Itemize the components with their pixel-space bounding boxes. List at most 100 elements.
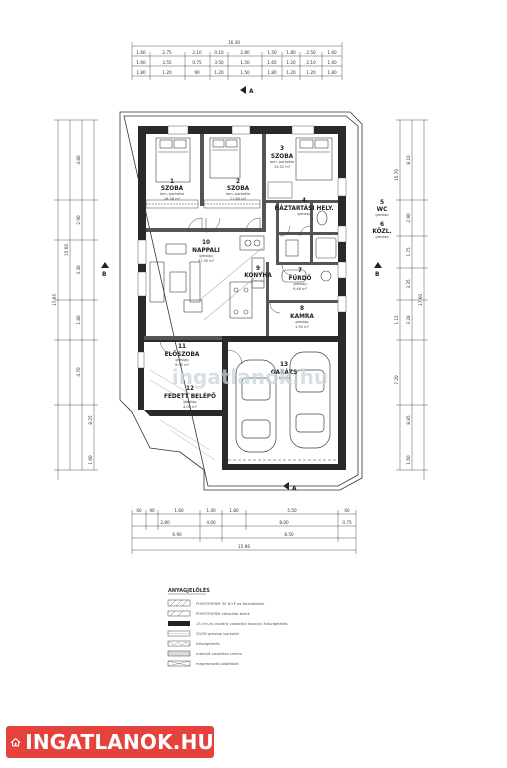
legend-title: ANYAGJELÖLÉS	[168, 586, 210, 594]
svg-text:16.58 m²: 16.58 m²	[164, 197, 181, 201]
svg-text:1.50: 1.50	[240, 60, 250, 65]
svg-text:2.90: 2.90	[406, 213, 411, 223]
svg-text:NAPPALI: NAPPALI	[192, 248, 220, 254]
svg-text:60: 60	[344, 508, 350, 513]
svg-text:SZOBA: SZOBA	[271, 154, 294, 160]
svg-text:8.25: 8.25	[88, 415, 93, 425]
right-dimension-lines	[396, 119, 428, 480]
section-marker-top-a: A	[240, 86, 254, 95]
logo-text: INGATLANOK.HU	[25, 730, 214, 754]
bed-room2	[209, 137, 241, 179]
svg-text:GARÁZS: GARÁZS	[271, 369, 298, 376]
door-swings	[159, 217, 311, 365]
kitchen-counter	[239, 235, 265, 289]
svg-text:8.10: 8.10	[406, 155, 411, 165]
svg-text:B: B	[375, 272, 380, 278]
top-dim-row3: 1.60 3.55 0.75 3.50 1.50 1.65 1.20 2.10 …	[136, 60, 337, 65]
svg-text:1.80: 1.80	[76, 315, 81, 325]
bottom-overall-dim: 15.96	[238, 544, 250, 549]
svg-text:4.00 m²: 4.00 m²	[183, 405, 198, 409]
svg-text:8.85: 8.85	[406, 415, 411, 425]
svg-text:POROTHERM válaszfal-blokk: POROTHERM válaszfal-blokk	[196, 611, 251, 616]
top-overall-dim: 16.30	[228, 40, 240, 45]
svg-text:POROTHERM 30 N+F-es falazóblok: POROTHERM 30 N+F-es falazóblokk	[196, 601, 265, 606]
svg-text:1.80: 1.80	[267, 70, 277, 75]
svg-text:ELŐSZOBA: ELŐSZOBA	[165, 351, 200, 358]
svg-text:8: 8	[300, 306, 304, 312]
svg-text:1.75: 1.75	[406, 247, 411, 257]
svg-text:6: 6	[380, 222, 384, 228]
room-label-3: 3 SZOBA lam. parketta 13.52 m²	[270, 146, 294, 169]
svg-text:2.50: 2.50	[306, 50, 316, 55]
svg-text:3.55: 3.55	[162, 60, 172, 65]
svg-text:greslap: greslap	[295, 320, 309, 324]
svg-text:1.50: 1.50	[240, 70, 250, 75]
living-furniture	[149, 243, 253, 319]
svg-text:lam. parketta: lam. parketta	[160, 192, 184, 196]
svg-text:monolit vasbeton lemez: monolit vasbeton lemez	[196, 651, 242, 656]
svg-text:37.90 m²: 37.90 m²	[198, 259, 215, 263]
svg-text:4.70: 4.70	[76, 367, 81, 377]
svg-text:13: 13	[280, 362, 288, 368]
svg-text:0.10: 0.10	[214, 50, 224, 55]
svg-text:9.90 m²: 9.90 m²	[175, 363, 190, 367]
svg-text:11: 11	[178, 344, 186, 350]
svg-text:15.60: 15.60	[64, 244, 69, 256]
svg-text:greslap: greslap	[375, 235, 389, 239]
svg-text:4.80: 4.80	[76, 155, 81, 165]
interior-walls	[144, 134, 338, 340]
svg-text:WC: WC	[377, 207, 388, 213]
svg-text:6.90: 6.90	[172, 532, 182, 537]
svg-text:17.60: 17.60	[418, 294, 423, 306]
room-label-4: 4 HÁZTARTÁSI HELY. greslap	[274, 198, 333, 216]
garage-cars	[235, 351, 331, 453]
section-marker-bottom-a: A	[283, 482, 297, 492]
svg-text:1.20: 1.20	[306, 70, 316, 75]
svg-text:1.20: 1.20	[286, 70, 296, 75]
svg-text:17.95: 17.95	[52, 294, 57, 306]
svg-text:KONYHA: KONYHA	[244, 273, 272, 279]
svg-text:4: 4	[302, 198, 306, 204]
legend: ANYAGJELÖLÉS POROTHERM 30 N+F-es falazób…	[167, 586, 288, 667]
top-dim-row2: 1.60 2.75 2.10 0.10 2.80 1.50 1.80 2.50 …	[136, 50, 337, 55]
svg-text:1: 1	[170, 179, 174, 185]
svg-text:5.50: 5.50	[287, 508, 297, 513]
svg-text:A: A	[249, 89, 254, 95]
svg-text:60: 60	[136, 508, 142, 513]
svg-text:SZOBA: SZOBA	[161, 186, 184, 192]
svg-text:2.80: 2.80	[240, 50, 250, 55]
wardrobes	[145, 181, 293, 209]
bottom-dim-row1: 60 90 1.60 1.40 1.80 5.50 60	[136, 508, 350, 513]
svg-text:7.20: 7.20	[394, 375, 399, 385]
bottom-dimension-lines	[131, 510, 357, 554]
svg-text:2.10: 2.10	[306, 60, 316, 65]
room-label-5: 5 WC greslap	[375, 200, 389, 217]
section-marker-right-b: B	[374, 262, 382, 278]
svg-text:lam. parketta: lam. parketta	[270, 160, 294, 164]
svg-text:3: 3	[280, 146, 284, 152]
svg-text:1.20: 1.20	[162, 70, 172, 75]
section-marker-left-b: B	[101, 262, 109, 278]
svg-text:15 cm-es vízzáró vasbeton kosz: 15 cm-es vízzáró vasbeton koszorú hőszig…	[196, 621, 288, 626]
svg-text:4.00: 4.00	[206, 520, 216, 525]
watermark-text: ingatlanok.hu	[172, 365, 328, 389]
svg-text:1.60: 1.60	[88, 455, 93, 465]
svg-text:3.30: 3.30	[76, 265, 81, 275]
left-dimension-lines	[54, 119, 98, 480]
svg-text:1.20: 1.20	[286, 60, 296, 65]
svg-text:1.80: 1.80	[136, 70, 146, 75]
room-label-2: 2 SZOBA lam. parketta 11.60 m²	[226, 179, 250, 201]
svg-text:10: 10	[202, 240, 210, 246]
svg-text:1.80: 1.80	[229, 508, 239, 513]
entry-hatch	[149, 369, 216, 461]
svg-text:greslap: greslap	[251, 279, 265, 283]
outer-walls	[138, 126, 346, 470]
svg-text:megmaradó oldalfalak: megmaradó oldalfalak	[196, 661, 240, 666]
svg-text:13.52 m²: 13.52 m²	[274, 165, 291, 169]
top-dimension-ticks	[131, 42, 343, 80]
svg-text:8.00: 8.00	[279, 520, 289, 525]
svg-text:B: B	[102, 272, 107, 278]
svg-text:1.50: 1.50	[267, 50, 277, 55]
svg-text:15.70: 15.70	[394, 169, 399, 181]
